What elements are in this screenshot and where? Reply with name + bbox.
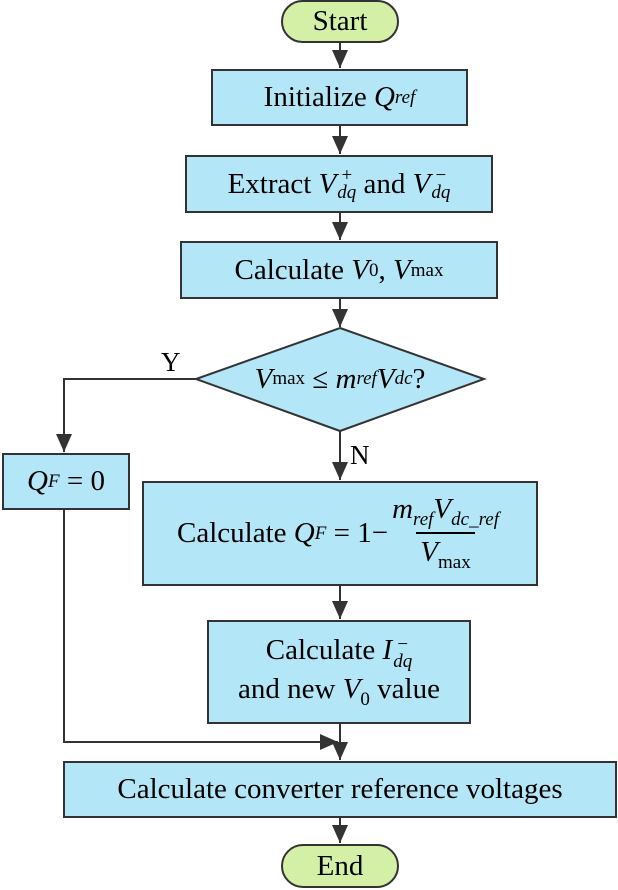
- calc-idq-line2: and new: [238, 672, 336, 705]
- calc-idq-label: Calculate: [265, 634, 376, 667]
- arrow-yes-branch: [56, 378, 196, 452]
- end-terminal: End: [281, 844, 399, 888]
- extract-and: and: [363, 167, 406, 200]
- extract-step: Extract V+dq and V−dq: [185, 155, 493, 213]
- yes-label: Y: [161, 347, 181, 377]
- calc-idq-value: value: [377, 672, 440, 705]
- start-terminal: Start: [281, 0, 399, 43]
- calculate-reference-voltages-step: Calculate converter reference voltages: [63, 761, 617, 818]
- initialize-label: Initialize: [263, 81, 367, 113]
- arrow-qf0-merge: [63, 508, 338, 750]
- end-label: End: [316, 849, 364, 882]
- calculate-label: Calculate: [234, 253, 345, 286]
- extract-label: Extract: [227, 167, 312, 200]
- start-label: Start: [312, 5, 368, 37]
- decision-diamond: [193, 326, 487, 433]
- calc-qf-label: Calculate: [177, 517, 287, 549]
- qf-zero-value: = 0: [66, 465, 105, 497]
- no-label: N: [350, 440, 370, 470]
- calc-ref-label: Calculate converter reference voltages: [117, 773, 563, 805]
- calculate-idq-step: Calculate I−dq and new V0 value: [207, 620, 471, 724]
